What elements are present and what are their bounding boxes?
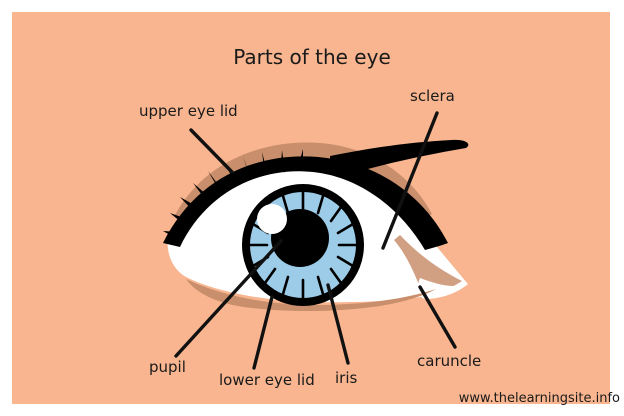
lower-eye-lid-shape bbox=[186, 279, 436, 312]
footer-url: www.thelearningsite.info bbox=[459, 391, 620, 406]
leader-sclera bbox=[381, 111, 439, 250]
eyelashes bbox=[163, 149, 303, 240]
label-sclera: sclera bbox=[410, 87, 455, 105]
caruncle-shape bbox=[417, 278, 468, 299]
upper-eye-lid-shape bbox=[163, 156, 448, 250]
leader-caruncle bbox=[418, 285, 457, 349]
label-caruncle: caruncle bbox=[417, 352, 481, 370]
page-title: Parts of the eye bbox=[233, 45, 391, 69]
label-pupil: pupil bbox=[149, 358, 186, 376]
leader-pupil bbox=[174, 239, 283, 358]
eye-illustration bbox=[163, 139, 469, 312]
leader-lower-eye-lid bbox=[252, 295, 274, 370]
eye-highlight bbox=[257, 204, 287, 234]
brow-stroke bbox=[330, 139, 469, 176]
leader-upper-eye-lid bbox=[189, 128, 234, 174]
leader-lines bbox=[174, 111, 457, 370]
caruncle-shadow bbox=[394, 235, 462, 296]
leader-iris bbox=[326, 283, 350, 365]
label-lower-eye-lid: lower eye lid bbox=[219, 371, 315, 389]
label-upper-eye-lid: upper eye lid bbox=[139, 102, 238, 120]
label-iris: iris bbox=[335, 369, 358, 387]
